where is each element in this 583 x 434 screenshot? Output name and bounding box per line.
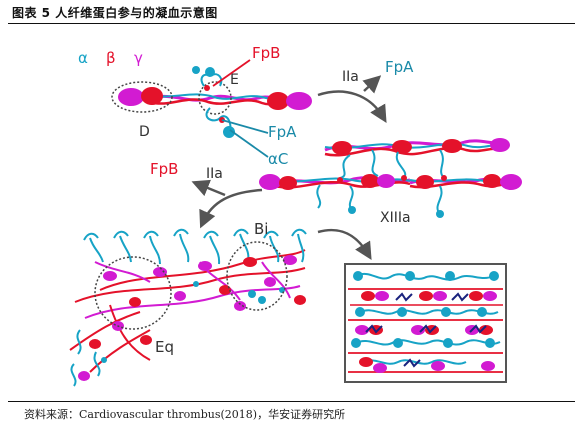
d-domain-highlight xyxy=(111,81,173,113)
fpa-leader xyxy=(221,119,269,134)
protofibril xyxy=(259,138,522,218)
fpa-release-label: FpA xyxy=(385,58,414,76)
bi-label: Bi xyxy=(254,220,268,238)
fpb-release-arrow xyxy=(191,179,226,197)
title-divider xyxy=(8,23,575,24)
d-domain-gamma-node xyxy=(118,88,144,106)
fibrin-network xyxy=(69,228,307,387)
source-divider xyxy=(8,401,575,402)
fpa-label: FpA xyxy=(268,123,297,141)
factor-xiiia-label: XIIIa xyxy=(380,210,411,226)
fpb-leader xyxy=(212,59,251,87)
thrombin-label-2: IIa xyxy=(206,166,223,182)
figure-title: 图表 5 人纤维蛋白参与的凝血示意图 xyxy=(12,6,218,20)
crosslink-mark xyxy=(395,292,413,302)
e-domain-label: E xyxy=(230,72,239,88)
fibrinogen-molecule xyxy=(111,66,312,138)
d-domain-beta-node xyxy=(141,87,163,105)
thrombin-label-1: IIa xyxy=(342,69,359,85)
alpha-chain-label: α xyxy=(78,49,88,67)
fpb-label: FpB xyxy=(252,44,280,62)
alpha-c-leader xyxy=(229,129,269,158)
factor-xiiia-arrow xyxy=(317,228,372,261)
fpa-release-arrow xyxy=(362,75,382,94)
crosslinked-fibrin-closeup xyxy=(344,263,507,383)
beta-chain-label: β xyxy=(106,49,116,67)
thrombin-arrow-2 xyxy=(199,188,263,229)
gamma-chain-label: γ xyxy=(134,49,143,67)
eq-region-highlight xyxy=(94,256,172,330)
fpb-release-label: FpB xyxy=(150,160,178,178)
bi-region-highlight xyxy=(226,241,288,311)
eq-label: Eq xyxy=(155,338,174,356)
source-note: 资料来源：Cardiovascular thrombus(2018)，华安证券研… xyxy=(24,408,346,421)
d-domain-label: D xyxy=(139,124,150,140)
thrombin-arrow-1 xyxy=(317,90,387,124)
alpha-c-label: αC xyxy=(268,150,288,168)
e-domain-highlight xyxy=(198,81,232,115)
